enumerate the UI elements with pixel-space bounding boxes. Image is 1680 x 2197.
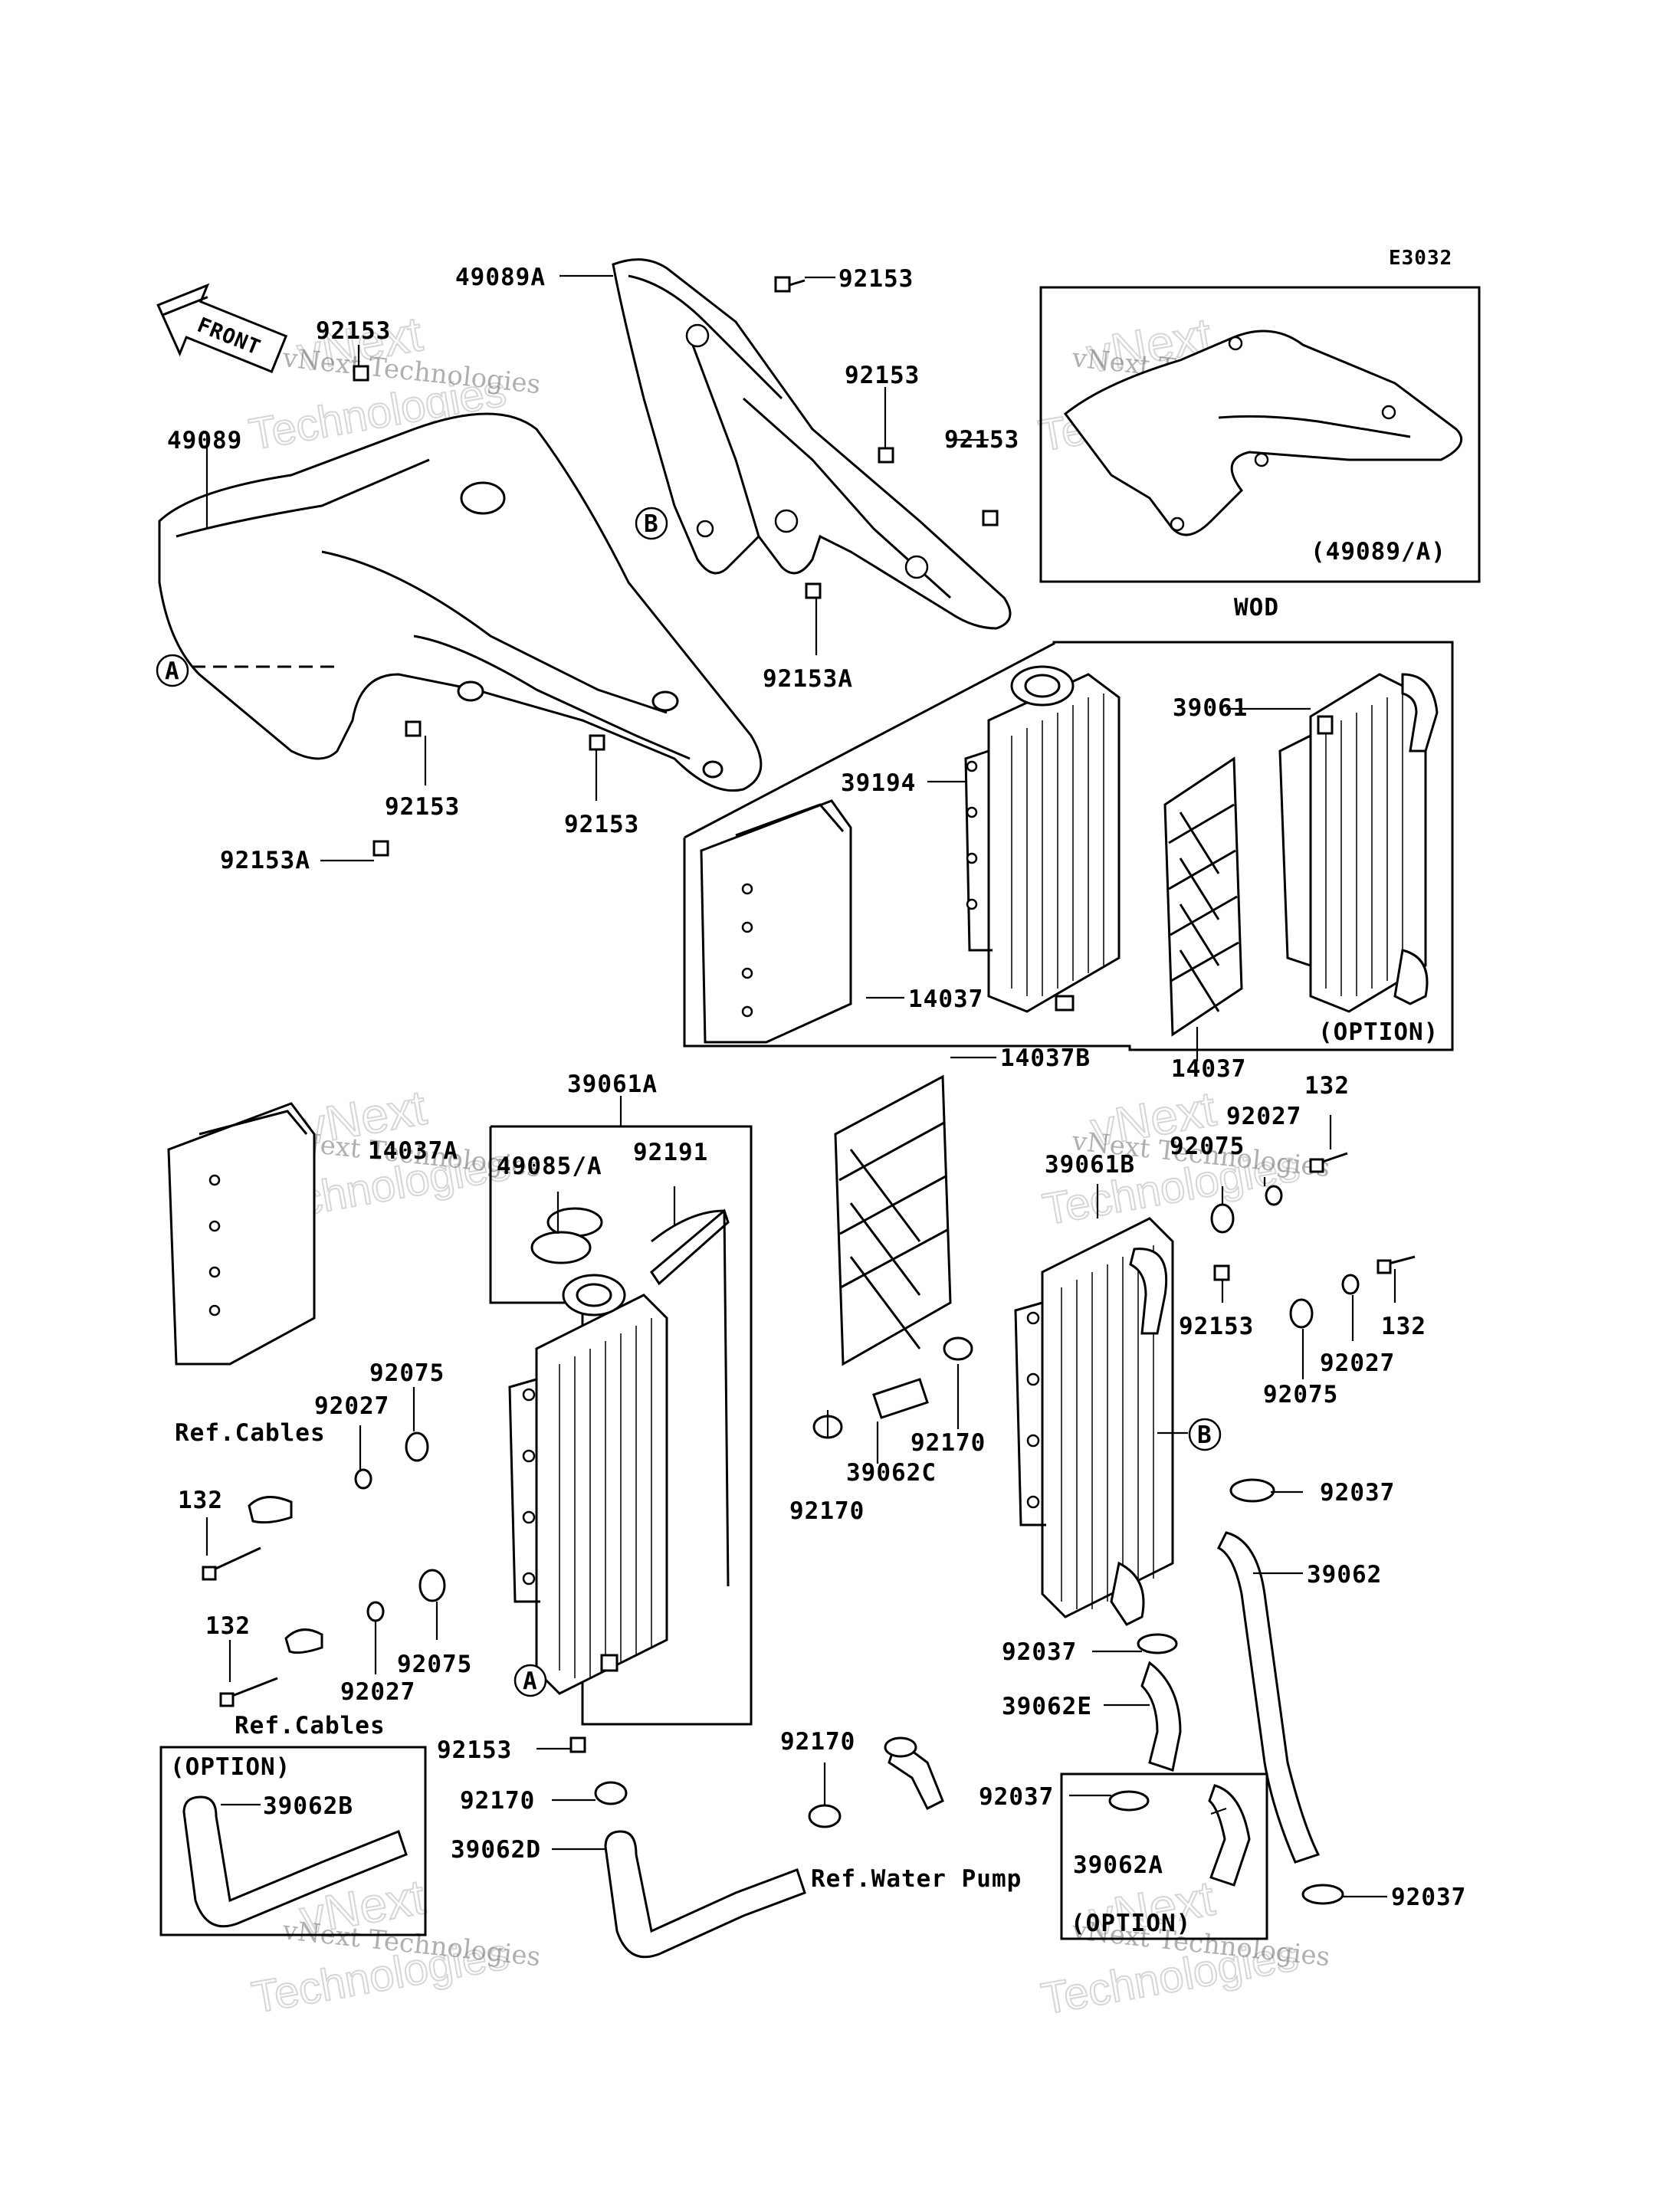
part-label: 92027 <box>340 1678 415 1706</box>
option-box-1 <box>683 641 1454 1051</box>
part-label: 39062A <box>1073 1851 1163 1879</box>
radiator-guard-14037-left <box>700 799 852 1044</box>
part-label: 39062B <box>263 1792 353 1820</box>
diagram-id: E3032 <box>1389 247 1452 270</box>
wod-shroud <box>1063 330 1463 536</box>
radiator-guard-14037-right <box>1163 756 1243 1037</box>
part-label: 39061 <box>1173 694 1248 722</box>
callout-a-bottom-text: A <box>523 1667 538 1695</box>
water-pump-fitting <box>884 1736 944 1811</box>
part-label: 132 <box>1304 1072 1350 1100</box>
part-label: 39062 <box>1307 1561 1382 1589</box>
callout-b-bottom-text: B <box>1197 1421 1212 1449</box>
hose-39062D <box>604 1830 806 1959</box>
part-label: 39062E <box>1002 1693 1092 1720</box>
part-label: 92075 <box>1170 1133 1245 1160</box>
part-label: 132 <box>1381 1313 1426 1340</box>
part-label: 92170 <box>780 1728 855 1756</box>
callout-b-top-text: B <box>644 510 659 538</box>
part-label: 92153 <box>838 265 914 293</box>
part-label: 92153 <box>845 362 920 389</box>
callout-a-bottom <box>514 1664 547 1697</box>
part-label: 92075 <box>369 1359 445 1387</box>
callout-a-top <box>156 654 189 687</box>
radiator-guard-14037B <box>834 1074 952 1366</box>
part-label: 92153 <box>1179 1313 1254 1340</box>
part-label: 39062D <box>451 1836 541 1864</box>
radiator-guard-14037A <box>167 1102 316 1366</box>
part-label: 92153 <box>564 811 639 838</box>
option-box-2 <box>159 1746 427 1936</box>
callout-a-top-text: A <box>165 657 180 685</box>
part-label: 92037 <box>1002 1638 1077 1666</box>
wod-inset-box <box>1039 286 1481 583</box>
small-parts <box>202 276 1416 1905</box>
wod-inset-label: (49089/A) <box>1311 538 1446 566</box>
hose-39062C <box>872 1378 929 1419</box>
part-label: 92153 <box>316 317 391 345</box>
radiator-shroud-right <box>612 258 1012 630</box>
part-label: 92075 <box>1263 1381 1338 1408</box>
part-label: 14037 <box>1171 1055 1246 1083</box>
ref-cables-top: Ref.Cables <box>175 1419 326 1447</box>
part-label: 92153 <box>944 426 1019 454</box>
part-label: 49089 <box>167 427 242 454</box>
part-label: 39061A <box>567 1071 658 1098</box>
callout-b-bottom <box>1188 1418 1222 1451</box>
part-labels: 49089A 92153 92153 92153 92153 49089 921… <box>167 264 1466 1911</box>
part-label: 92037 <box>979 1783 1054 1811</box>
part-label: 132 <box>178 1487 223 1514</box>
part-label: 92191 <box>633 1139 708 1166</box>
radiator-39061A <box>508 1207 730 1695</box>
part-label: 39194 <box>841 769 916 797</box>
radiator-39194 <box>964 665 1121 1013</box>
part-label: 92153A <box>220 847 310 874</box>
option-label-1: (OPTION) <box>1318 1018 1439 1046</box>
assembly-box-39061A <box>489 1125 753 1726</box>
part-label: 14037B <box>1000 1044 1091 1072</box>
hose-39062B <box>182 1795 408 1928</box>
ref-water-pump: Ref.Water Pump <box>811 1865 1022 1893</box>
callout-b-top <box>635 507 668 540</box>
part-label: 39061B <box>1045 1151 1135 1179</box>
part-label: 92037 <box>1391 1884 1466 1911</box>
part-label: 132 <box>205 1612 251 1640</box>
option-box-3 <box>1060 1772 1268 1940</box>
radiator-39061 <box>1278 673 1439 1013</box>
part-label: 14037 <box>908 985 983 1013</box>
part-label: 49089A <box>455 264 546 291</box>
part-label: 92075 <box>397 1651 472 1678</box>
part-label: 39062C <box>846 1459 937 1487</box>
radiator-shroud-left <box>158 412 763 792</box>
part-label: 49085/A <box>497 1153 602 1180</box>
part-label: 92153 <box>437 1736 512 1764</box>
part-label: 92037 <box>1320 1479 1395 1507</box>
option-label-2: (OPTION) <box>170 1753 290 1781</box>
radiator-39061B <box>1014 1217 1174 1626</box>
wod-label: WOD <box>1234 594 1279 621</box>
hose-39062 <box>1216 1531 1321 1864</box>
part-label: 92153 <box>385 793 460 821</box>
part-label: 92027 <box>1320 1349 1395 1377</box>
leader-lines <box>205 274 1396 1898</box>
option-label-3: (OPTION) <box>1071 1910 1191 1937</box>
part-label: 92170 <box>460 1787 535 1815</box>
hose-39062E <box>1140 1661 1182 1772</box>
part-label: 14037A <box>368 1137 458 1165</box>
part-label: 92027 <box>1226 1103 1301 1130</box>
part-label: 92027 <box>314 1392 389 1420</box>
hose-39062A <box>1208 1784 1251 1887</box>
part-label: 92153A <box>763 665 853 693</box>
part-label: 92170 <box>789 1497 865 1525</box>
front-arrow-icon: FRONT <box>156 283 288 373</box>
ref-cables-bottom: Ref.Cables <box>235 1712 386 1740</box>
part-label: 92170 <box>911 1429 986 1457</box>
